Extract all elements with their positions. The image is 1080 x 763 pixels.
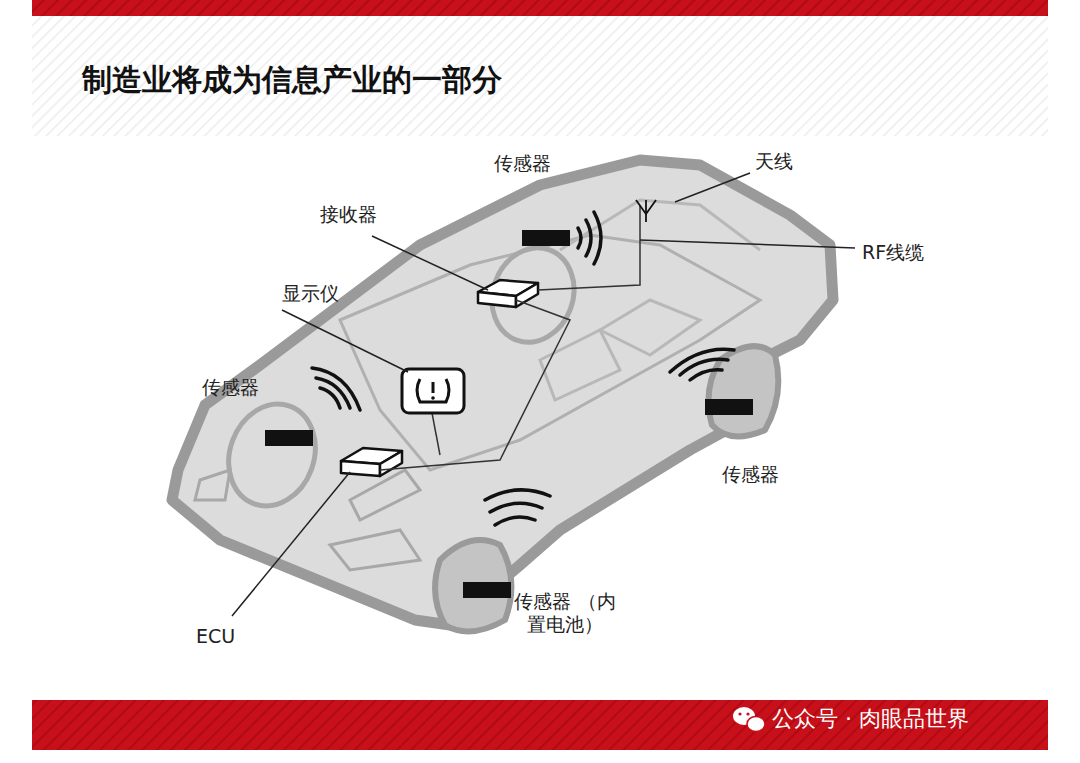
- cable-label: RF线缆: [862, 241, 924, 264]
- sensor-label: 传感器: [202, 376, 259, 399]
- sensor-label: 传感器: [494, 152, 551, 175]
- receiver-label: 接收器: [320, 203, 377, 226]
- antenna-label: 天线: [755, 150, 793, 173]
- sensor-label: 传感器 （内置电池）: [505, 590, 625, 636]
- sensor-label: 传感器: [722, 463, 779, 486]
- slide-title: 制造业将成为信息产业的一部分: [82, 62, 502, 98]
- watermark: 公众号 · 肉眼品世界: [772, 706, 969, 732]
- display-label: 显示仪: [282, 282, 339, 305]
- ecu-label: ECU: [196, 625, 235, 648]
